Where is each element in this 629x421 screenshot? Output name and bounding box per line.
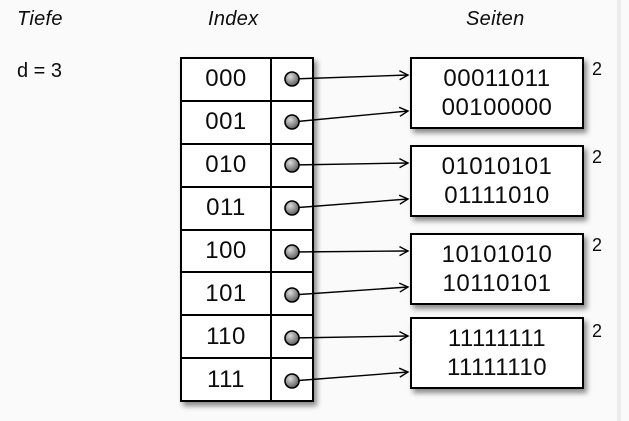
pointer-cell [272, 188, 312, 229]
pointer-cell [272, 59, 312, 100]
page-value: 01010101 [441, 153, 553, 180]
pointer-cell [272, 102, 312, 143]
index-row: 100 [182, 230, 312, 274]
index-row: 001 [182, 101, 312, 145]
index-key: 111 [182, 359, 272, 400]
index-key: 001 [182, 101, 272, 143]
pages-header-label: Seiten [466, 8, 525, 30]
index-key: 011 [182, 187, 272, 229]
page-box: 10101010 10110101 [410, 233, 584, 305]
index-key: 100 [182, 230, 272, 272]
local-depth-badge: 2 [592, 235, 603, 255]
local-depth-badge: 2 [592, 147, 603, 167]
index-key: 000 [182, 59, 272, 100]
depth-header-label: Tiefe [17, 8, 63, 30]
index-header-label: Index [208, 8, 259, 30]
index-row: 110 [182, 316, 312, 360]
page-box: 00011011 00100000 [410, 57, 584, 129]
index-row: 011 [182, 187, 312, 231]
pointer-cell [272, 316, 312, 357]
page-box: 11111111 11111110 [410, 317, 584, 389]
pointer-cell [272, 273, 312, 314]
index-row: 000 [182, 59, 312, 102]
local-depth-badge: 2 [592, 59, 603, 79]
page-edge-divider [617, 0, 621, 421]
index-key: 110 [182, 316, 272, 358]
global-depth-value: d = 3 [17, 60, 63, 82]
page-value: 10101010 [441, 241, 553, 268]
pointer-cell [272, 145, 312, 186]
pointer-cell [272, 231, 312, 272]
pointer-cell [272, 359, 312, 400]
index-row: 111 [182, 359, 312, 400]
page-box: 01010101 01111010 [410, 145, 584, 217]
local-depth-badge: 2 [592, 321, 603, 341]
page-value: 00100000 [441, 94, 553, 121]
index-row: 101 [182, 273, 312, 317]
page-value: 00011011 [443, 65, 551, 92]
page-value: 01111010 [444, 182, 550, 209]
index-table: 000 001 010 011 100 101 110 111 [180, 57, 314, 402]
page-value: 11111110 [446, 354, 548, 381]
index-row: 010 [182, 144, 312, 188]
page-value: 10110101 [442, 270, 552, 297]
page-value: 11111111 [447, 325, 547, 352]
index-key: 101 [182, 273, 272, 315]
index-key: 010 [182, 144, 272, 186]
